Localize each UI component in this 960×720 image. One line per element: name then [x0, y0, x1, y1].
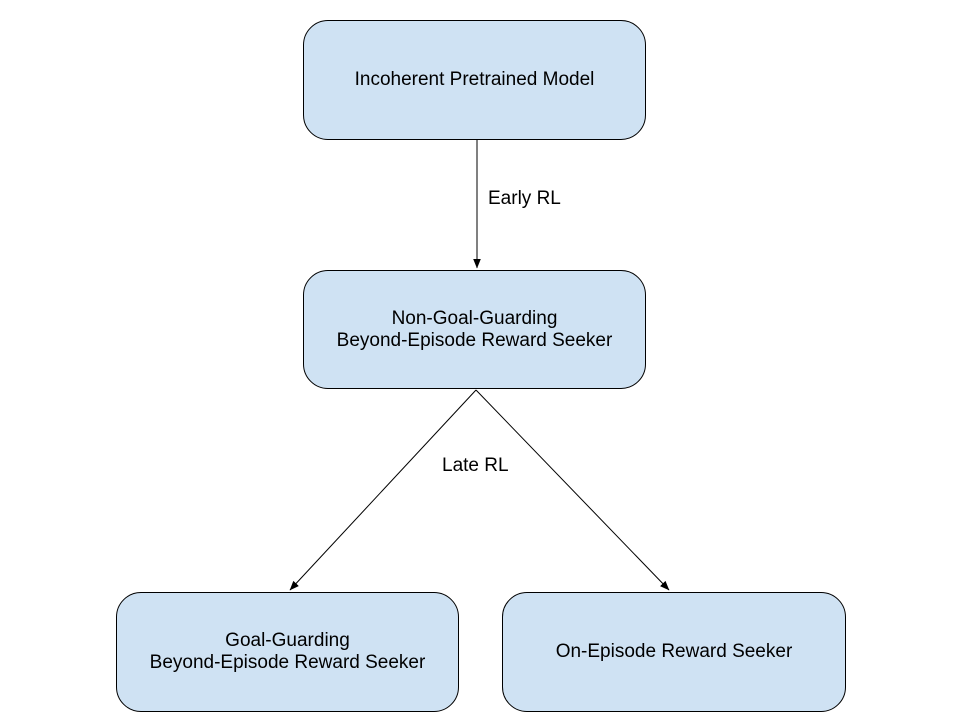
node-on-episode-reward-seeker-label: On-Episode Reward Seeker: [555, 641, 793, 662]
edge-late-rl-right-arrow: [475, 389, 670, 591]
node-on-episode-reward-seeker: On-Episode Reward Seeker: [502, 592, 846, 712]
node-incoherent-pretrained-model-label: Incoherent Pretrained Model: [354, 69, 595, 90]
edge-label-early-rl: Early RL: [488, 188, 561, 209]
edge-late-rl-left-arrow: [289, 389, 477, 591]
node-non-goal-guarding-label: Non-Goal-Guarding Beyond-Episode Reward …: [336, 307, 613, 351]
node-incoherent-pretrained-model: Incoherent Pretrained Model: [303, 20, 646, 140]
node-non-goal-guarding-beyond-episode-reward-seeker: Non-Goal-Guarding Beyond-Episode Reward …: [303, 270, 646, 389]
node-goal-guarding-label: Goal-Guarding Beyond-Episode Reward Seek…: [149, 630, 426, 673]
edge-label-late-rl: Late RL: [442, 455, 509, 476]
node-goal-guarding-beyond-episode-reward-seeker: Goal-Guarding Beyond-Episode Reward Seek…: [116, 592, 459, 712]
